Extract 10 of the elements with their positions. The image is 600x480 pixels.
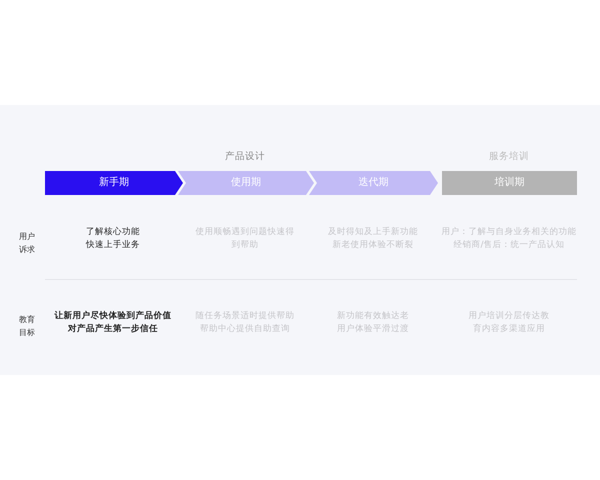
group-heading: 服务培训 [488, 150, 530, 163]
group-heading: 产品设计 [224, 150, 266, 163]
row-heading: 用户诉求 [18, 231, 36, 256]
stage-banner: 新手期 [45, 171, 183, 195]
row-heading: 教育目标 [18, 314, 36, 339]
stage-banner: 迭代期 [309, 171, 438, 195]
cell-text: 了解核心功能快速上手业务 [84, 226, 141, 252]
stage-box: 培训期 [442, 171, 577, 195]
stage-banner: 使用期 [178, 171, 314, 195]
cell-text: 让新用户尽快体验到产品价值对产品产生第一步信任 [53, 310, 172, 336]
